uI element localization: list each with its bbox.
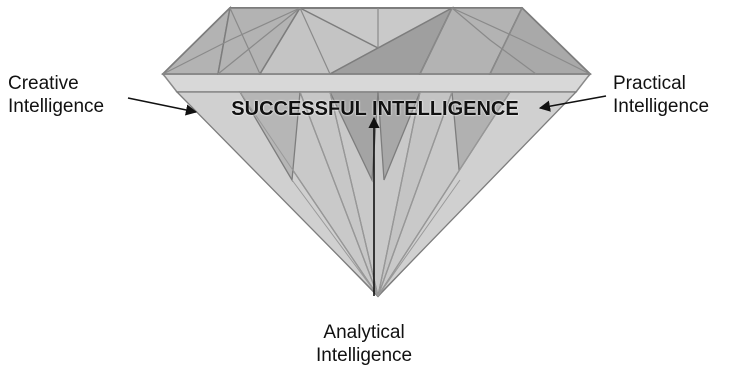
practical-intelligence-label: Practical Intelligence <box>613 72 709 118</box>
analytical-label-line-2: Intelligence <box>316 345 413 366</box>
analytical-intelligence-label: Analytical Intelligence <box>316 321 412 367</box>
practical-label-line-2: Intelligence <box>613 96 710 117</box>
creative-arrow <box>127 97 198 116</box>
practical-arrow <box>538 95 607 112</box>
practical-label-line-1: Practical <box>613 73 686 94</box>
creative-label-line-2: Intelligence <box>8 96 105 117</box>
creative-intelligence-label: Creative Intelligence <box>8 72 104 118</box>
analytical-label-line-1: Analytical <box>323 322 405 343</box>
center-label: SUCCESSFUL INTELLIGENCE <box>231 98 519 120</box>
crown-band <box>161 73 592 93</box>
creative-label-line-1: Creative <box>8 73 79 94</box>
